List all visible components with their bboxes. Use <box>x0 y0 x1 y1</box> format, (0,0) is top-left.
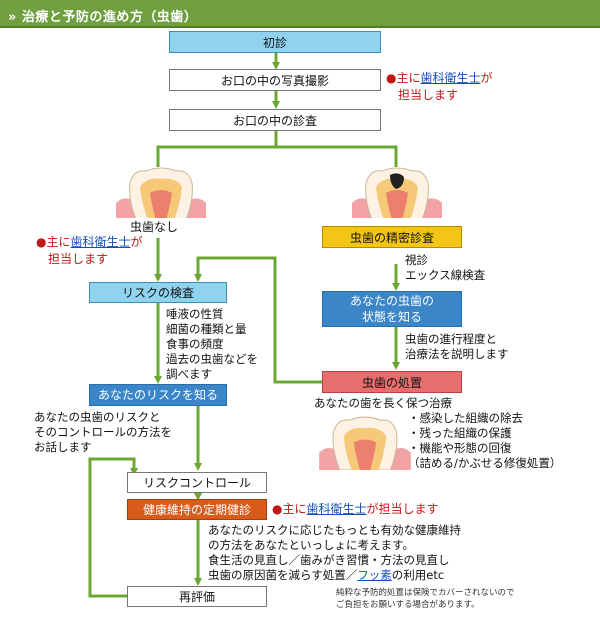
note-left-suffix: が <box>130 235 143 249</box>
note-photo-prefix: ●主に <box>386 71 421 85</box>
treated-tooth-icon <box>319 416 411 470</box>
note-hygienist-left: ●主に歯科衛生士が <box>36 234 143 251</box>
note-hygienist-maint: ●主に歯科衛生士が担当します <box>272 501 439 518</box>
label-no-caries: 虫歯なし <box>130 220 179 234</box>
link-hygienist-left[interactable]: 歯科衛生士 <box>70 235 131 249</box>
no-caries-backdrop <box>109 218 231 238</box>
text-treatment-items: ・感染した組織の除去 ・残った組織の保護 ・機能や形態の回復 （詰める/かぶせる… <box>408 411 562 470</box>
box-risk-exam: リスクの検査 <box>89 282 227 303</box>
page-header: » 治療と予防の進め方（虫歯） <box>0 0 600 28</box>
box-exam: お口の中の診査 <box>169 109 381 131</box>
note-maint-suffix: が担当します <box>366 502 439 516</box>
box-shoshin: 初診 <box>169 31 381 53</box>
box-risk-control: リスクコントロール <box>127 472 267 493</box>
text-maint-desc: あなたのリスクに応じたもっとも有効な健康維持 の方法をあなたといっしょに考えます… <box>208 523 461 583</box>
line-treatment-to-risk <box>194 256 322 384</box>
box-maintenance: 健康維持の定期健診 <box>127 499 267 520</box>
note-photo-suffix: が <box>480 71 493 85</box>
box-know-risk: あなたのリスクを知る <box>89 384 227 406</box>
link-fluoride[interactable]: フッ素 <box>357 568 392 582</box>
box-precise-exam: 虫歯の精密診査 <box>322 226 462 248</box>
note-left-prefix: ●主に <box>36 235 71 249</box>
box-photo: お口の中の写真撮影 <box>169 69 381 91</box>
note-hygienist-photo: ●主に歯科衛生士が <box>386 70 493 87</box>
line-reeval-loop <box>88 457 168 598</box>
text-treatment-title: あなたの歯を長く保つ治療 <box>314 396 452 410</box>
link-hygienist-maint[interactable]: 歯科衛生士 <box>306 502 367 516</box>
healthy-tooth-icon <box>116 167 206 220</box>
note-maint-prefix: ●主に <box>272 502 307 516</box>
text-insurance-note: 純粋な予防的処置は保険でカバーされないので ご負担をお願いする場合があります。 <box>336 588 515 610</box>
note-hygienist-photo-line2: 担当します <box>398 88 459 102</box>
box-treatment: 虫歯の処置 <box>322 371 462 393</box>
line-exam-branch-right <box>276 145 398 167</box>
page-title: » 治療と予防の進め方（虫歯） <box>8 10 198 25</box>
text-maint-desc-main: あなたのリスクに応じたもっとも有効な健康維持 の方法をあなたといっしょに考えます… <box>208 523 461 582</box>
box-know-state: あなたの虫歯の 状態を知る <box>322 291 462 327</box>
text-exam-items: 視診 エックス線検査 <box>405 253 486 282</box>
link-hygienist-photo[interactable]: 歯科衛生士 <box>420 71 481 85</box>
box-reeval: 再評価 <box>127 586 267 607</box>
decayed-tooth-icon <box>352 167 442 220</box>
line-exam-branch <box>156 131 278 167</box>
text-state-explain: 虫歯の進行程度と 治療法を説明します <box>405 332 509 361</box>
text-maint-desc-tail: の利用etc <box>391 568 445 582</box>
note-hygienist-left-line2: 担当します <box>48 252 109 266</box>
text-risk-explain: あなたの虫歯のリスクと そのコントロールの方法を お話します <box>34 410 172 454</box>
text-risk-items: 唾液の性質 細菌の種類と量 食事の頻度 過去の虫歯などを 調べます <box>166 307 258 381</box>
